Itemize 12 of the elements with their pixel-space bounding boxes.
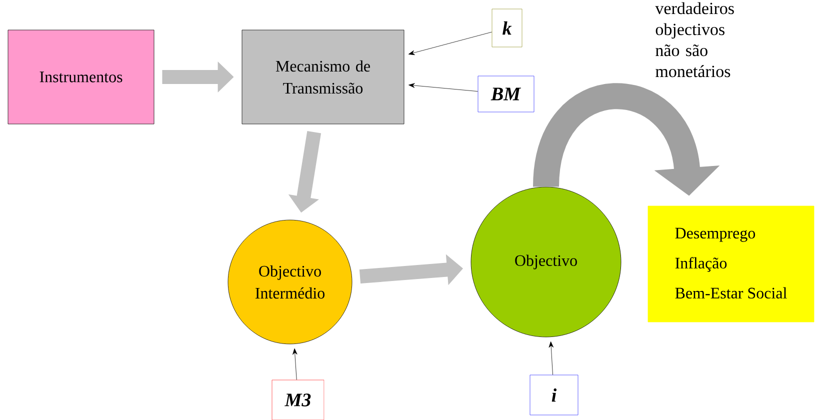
label-box: Instrumentos: [8, 30, 154, 124]
list-box: Desemprego Inflação Bem-Estar Social: [648, 206, 814, 322]
arrow: [408, 32, 492, 56]
variable-box: M3: [272, 380, 324, 420]
variable-box: k: [492, 8, 522, 48]
arrow: [292, 348, 298, 380]
variable-box: i: [530, 374, 578, 416]
process-box: Mecanismo de Transmissão: [242, 30, 404, 124]
arrow: [408, 83, 478, 92]
variable-box: BM: [478, 76, 534, 112]
arrow: [548, 341, 554, 375]
note-text: verdadeiros objectivos não são monetários: [655, 2, 734, 78]
